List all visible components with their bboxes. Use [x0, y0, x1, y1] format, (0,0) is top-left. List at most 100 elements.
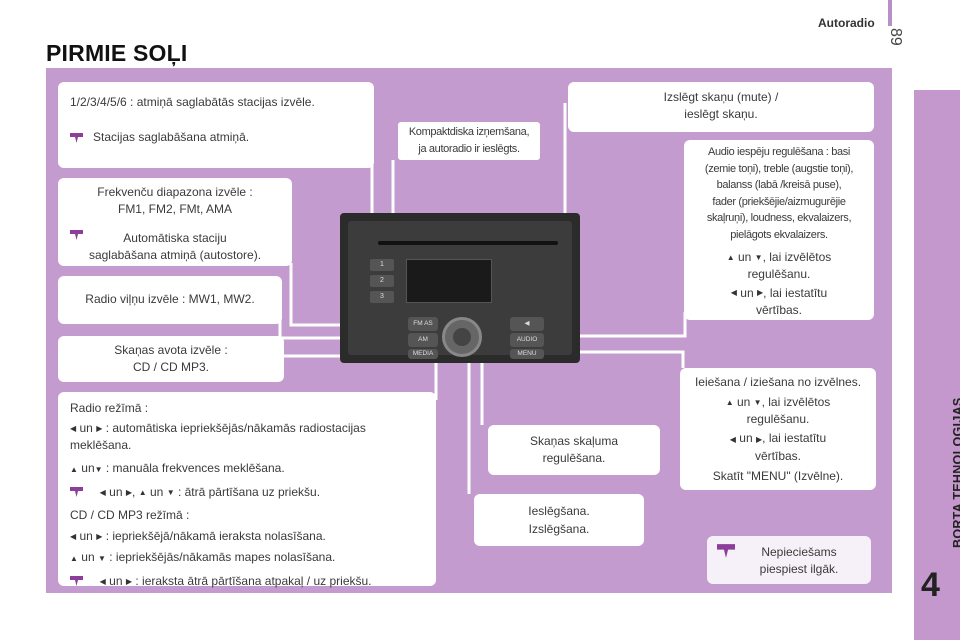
cd-slot: [378, 241, 558, 245]
long-press-line1: Nepieciešams: [761, 545, 837, 559]
preset-button-1[interactable]: 1: [370, 259, 394, 271]
radio-mode-title: Radio režīmā :: [70, 401, 149, 415]
audio-line1: Audio iespēju regulēšana : basi: [707, 146, 851, 158]
radio-mode-item2: ▲ un▼ : manuāla frekvences meklēšana.: [70, 460, 424, 477]
section-label: Autoradio: [818, 16, 875, 30]
left-arrow-icon: ◀: [99, 487, 106, 497]
audio-box: Audio iespēju regulēšana : basi (zemie t…: [684, 140, 874, 320]
menu-leftright-and: un: [739, 431, 753, 446]
up-arrow-icon: ▲: [726, 252, 735, 262]
seek-left-button[interactable]: ◀: [510, 317, 544, 331]
audio-updown-text2: regulēšanu.: [747, 267, 811, 282]
radio-mode-item1-text: : automātiska iepriekšējās/nākamās radio…: [105, 421, 366, 435]
menu-see: Skatīt "MENU" (Izvēlne).: [712, 468, 844, 483]
cd-eject-box: Kompaktdiska izņemšana, ja autoradio ir …: [398, 122, 540, 160]
mute-line1: Izslēgt skaņu (mute) /: [663, 90, 779, 104]
volume-line1: Skaņas skaļuma: [529, 434, 619, 448]
radio-mode-item3-sep: ,: [132, 484, 136, 499]
right-arrow-icon: ▶: [757, 288, 764, 298]
band-tip-line1: Automātiska staciju: [123, 231, 227, 245]
audio-leftright-and: un: [740, 285, 754, 300]
cd-mode-title: CD / CD MP3 režīmā :: [70, 507, 190, 522]
band-box: Frekvenču diapazona izvēle : FM1, FM2, F…: [58, 178, 292, 266]
radio-mode-item1-text2: meklēšana.: [70, 438, 132, 453]
volume-line2: regulēšana.: [542, 451, 606, 465]
up-arrow-icon: ▲: [70, 553, 78, 563]
left-arrow-icon: ◀: [70, 424, 77, 434]
up-arrow-icon: ▲: [70, 464, 78, 474]
menu-updown-and: un: [736, 395, 751, 409]
left-arrow-icon: ◀: [70, 532, 77, 542]
source-line2: CD / CD MP3.: [132, 360, 209, 374]
cd-eject-line2: ja autoradio ir ieslēgts.: [418, 142, 520, 155]
down-arrow-icon: ▼: [754, 252, 763, 262]
cd-mode-item2-text: : iepriekšējās/nākamās mapes nolasīšana.: [109, 550, 336, 565]
fm-button-label: FM: [413, 320, 423, 327]
cd-mode-item1-and: un: [79, 528, 93, 543]
chapter-number: 4: [921, 566, 940, 604]
menu-updown-line: ▲ un ▼, lai izvēlētos: [684, 394, 872, 411]
volume-knob[interactable]: [442, 317, 482, 357]
menu-leftright-text2: vērtības.: [754, 448, 802, 463]
source-box: Skaņas avota izvēle : CD / CD MP3.: [58, 336, 284, 382]
power-line1: Ieslēgšana.: [528, 504, 590, 518]
radio-unit: 1 2 3 FM AS AM MEDIA ◀ AUDIO MENU: [340, 213, 580, 363]
audio-updown-text: , lai izvēlētos: [762, 250, 832, 264]
audio-button[interactable]: AUDIO: [510, 333, 544, 347]
band-line2: FM1, FM2, FMt, AMA: [117, 202, 232, 216]
am-button[interactable]: AM: [408, 333, 438, 347]
media-button[interactable]: MEDIA: [408, 349, 438, 359]
up-arrow-icon: ▲: [725, 398, 734, 408]
cd-mode-item3: ◀ un ▶ : ieraksta ātrā pārtīšana atpakaļ…: [70, 573, 424, 590]
radio-mode-item3: ◀ un ▶, ▲ un ▼ : ātrā pārtīšana uz priek…: [70, 484, 424, 501]
tip-icon: [717, 544, 735, 558]
mw-line1: Radio viļņu izvēle : MW1, MW2.: [85, 292, 255, 306]
power-box: Ieslēgšana. Izslēgšana.: [474, 494, 644, 546]
right-arrow-icon: ▶: [125, 576, 133, 586]
audio-line2: (zemie toņi), treble (augstie toņi),: [704, 162, 854, 175]
chapter-side-tab: [914, 90, 960, 640]
long-press-legend: Nepieciešams piespiest ilgāk.: [707, 536, 871, 584]
radio-mode-item2-and: un: [81, 461, 95, 476]
audio-line4: fader (priekšējie/aizmugurējie: [712, 195, 846, 208]
band-tip: Automātiska staciju: [64, 230, 286, 247]
down-arrow-icon: ▼: [97, 553, 106, 563]
cd-mode-item1-text: : iepriekšējā/nākamā ieraksta nolasīšana…: [105, 528, 326, 543]
right-arrow-icon: ▶: [96, 424, 103, 434]
tip-icon: [70, 230, 83, 240]
up-arrow-icon: ▲: [138, 487, 147, 497]
long-press-line2: piespiest ilgāk.: [759, 562, 839, 576]
radio-display: [406, 259, 492, 303]
power-button[interactable]: [453, 328, 471, 346]
presets-text: 1/2/3/4/5/6 : atmiņā saglabātās stacijas…: [70, 95, 315, 109]
preset-button-2[interactable]: 2: [370, 275, 394, 287]
header-accent-bar: [888, 0, 892, 26]
menu-box: Ieiešana / iziešana no izvēlnes. ▲ un ▼,…: [680, 368, 876, 490]
menu-updown-text: , lai izvēlētos: [761, 395, 831, 409]
down-arrow-icon: ▼: [753, 398, 762, 408]
fm-button[interactable]: FM AS: [408, 317, 438, 331]
menu-button[interactable]: MENU: [510, 349, 544, 359]
cd-mode-item1: ◀ un ▶ : iepriekšējā/nākamā ieraksta nol…: [70, 528, 424, 545]
volume-box: Skaņas skaļuma regulēšana.: [488, 425, 660, 475]
left-arrow-icon: ◀: [99, 576, 106, 586]
radio-mode-item2-text: : manuāla frekvences meklēšana.: [105, 461, 285, 476]
menu-leftright-line: ◀ un ▶, lai iestatītu: [684, 430, 872, 447]
preset-button-3[interactable]: 3: [370, 291, 394, 303]
audio-leftright-line: ◀ un ▶, lai iestatītu: [688, 285, 870, 302]
cd-mode-item3-and: un: [109, 573, 123, 588]
audio-updown-and: un: [737, 250, 752, 264]
band-line1: Frekvenču diapazona izvēle :: [97, 185, 253, 199]
left-arrow-icon: ◀: [729, 434, 736, 444]
connector-audio: [552, 312, 687, 338]
audio-line3: balanss (labā /kreisā puse),: [716, 179, 842, 191]
presets-box: 1/2/3/4/5/6 : atmiņā saglabātās stacijas…: [58, 82, 374, 168]
presets-tip: Stacijas saglabāšana atmiņā.: [70, 129, 362, 146]
band-tip-line2: saglabāšana atmiņā (autostore).: [88, 248, 262, 262]
radio-faceplate: 1 2 3 FM AS AM MEDIA ◀ AUDIO MENU: [348, 221, 572, 359]
cd-mode-item2-and: un: [81, 550, 95, 565]
modes-box: Radio režīmā : ◀ un ▶ : automātiska iepr…: [58, 392, 436, 588]
menu-updown-text2: regulēšanu.: [746, 412, 810, 427]
right-arrow-icon: ▶: [96, 532, 103, 542]
radio-mode-item1-and: un: [79, 421, 93, 435]
